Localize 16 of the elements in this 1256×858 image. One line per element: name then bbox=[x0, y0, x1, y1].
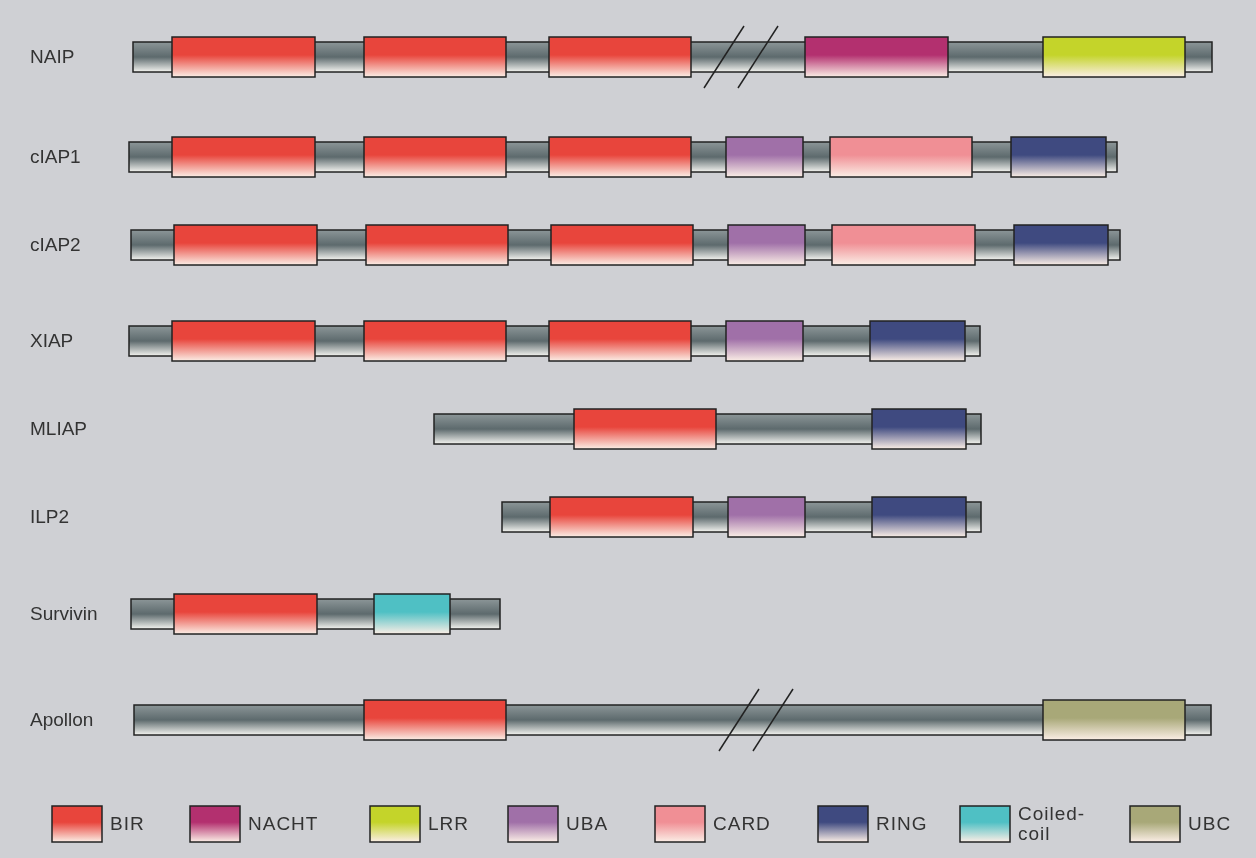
protein-name: XIAP bbox=[30, 331, 74, 350]
protein-name: cIAP1 bbox=[30, 147, 81, 166]
protein-name: cIAP2 bbox=[30, 235, 81, 254]
legend-label: CARD bbox=[713, 814, 772, 834]
legend-label: BIR bbox=[110, 814, 146, 834]
protein-name: ILP2 bbox=[30, 507, 70, 526]
protein-name: MLIAP bbox=[30, 419, 88, 438]
legend-label: LRR bbox=[428, 814, 470, 834]
legend-label: NACHT bbox=[248, 814, 320, 834]
protein-name: Survivin bbox=[30, 604, 98, 623]
legend-label: RING bbox=[876, 814, 929, 834]
legend-label: Coiled-coil bbox=[1018, 804, 1087, 844]
protein-name: NAIP bbox=[30, 47, 75, 66]
legend-label: UBA bbox=[566, 814, 610, 834]
protein-name: Apollon bbox=[30, 710, 94, 729]
legend-label: UBC bbox=[1188, 814, 1233, 834]
